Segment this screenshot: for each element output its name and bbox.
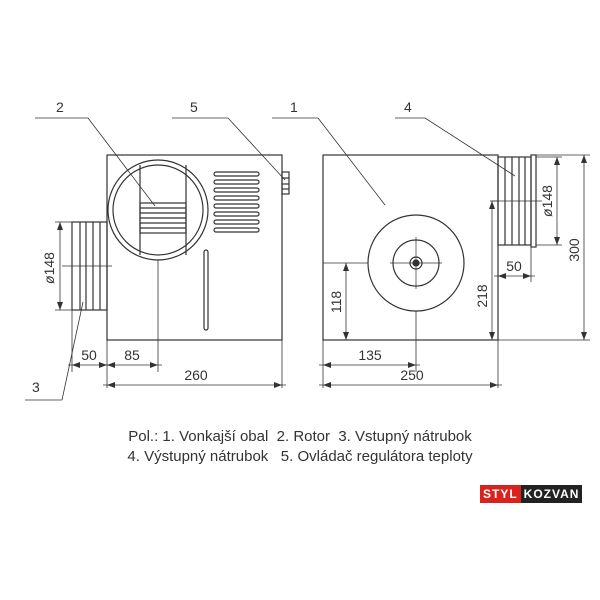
dim-outlet-length: 50 [506,258,522,274]
dim-outlet-height: 218 [474,284,490,308]
left-view [62,154,290,341]
dim-left-diameter: ø148 [41,252,57,284]
legend-line-1: Pol.: 1. Vonkajší obal 2. Rotor 3. Vstup… [128,428,472,445]
inlet-pipe [62,221,112,311]
dimension-labels: ø148 50 85 260 135 250 118 218 50 300 ø1… [41,185,582,383]
callout-leaders [25,117,516,401]
dim-right-width: 250 [400,367,424,383]
outlet-pipe [492,154,542,248]
dim-left-width: 260 [184,367,208,383]
callout-2: 2 [56,99,64,115]
dim-center-height: 118 [328,291,344,314]
left-dimensions [55,221,286,388]
callout-4: 4 [404,99,412,115]
dim-total-height: 300 [566,238,582,262]
logo-part-2: KOZVAN [520,485,583,503]
logo-part-1: STYL [480,485,521,503]
right-dimensions [319,154,590,388]
dim-center-offset: 135 [358,347,382,363]
dim-right-diameter: ø148 [539,185,555,217]
right-view [322,154,542,341]
thermostat-knob [281,171,290,195]
callout-5: 5 [190,99,198,115]
callout-1: 1 [290,99,298,115]
legend-line-2: 4. Výstupný nátrubok 5. Ovládač reguláto… [127,448,473,465]
brand-logo: STYL KOZVAN [480,485,583,503]
callout-3: 3 [32,379,40,395]
dim-rotor-offset: 85 [124,347,140,363]
rotor-outer-circle [107,159,209,261]
vent-slots [213,171,260,233]
vertical-slot [203,249,209,331]
dim-inlet-length: 50 [81,347,97,363]
callout-numbers: 2 5 1 4 3 [32,99,412,395]
right-housing [322,154,499,341]
arrowheads [57,155,587,388]
